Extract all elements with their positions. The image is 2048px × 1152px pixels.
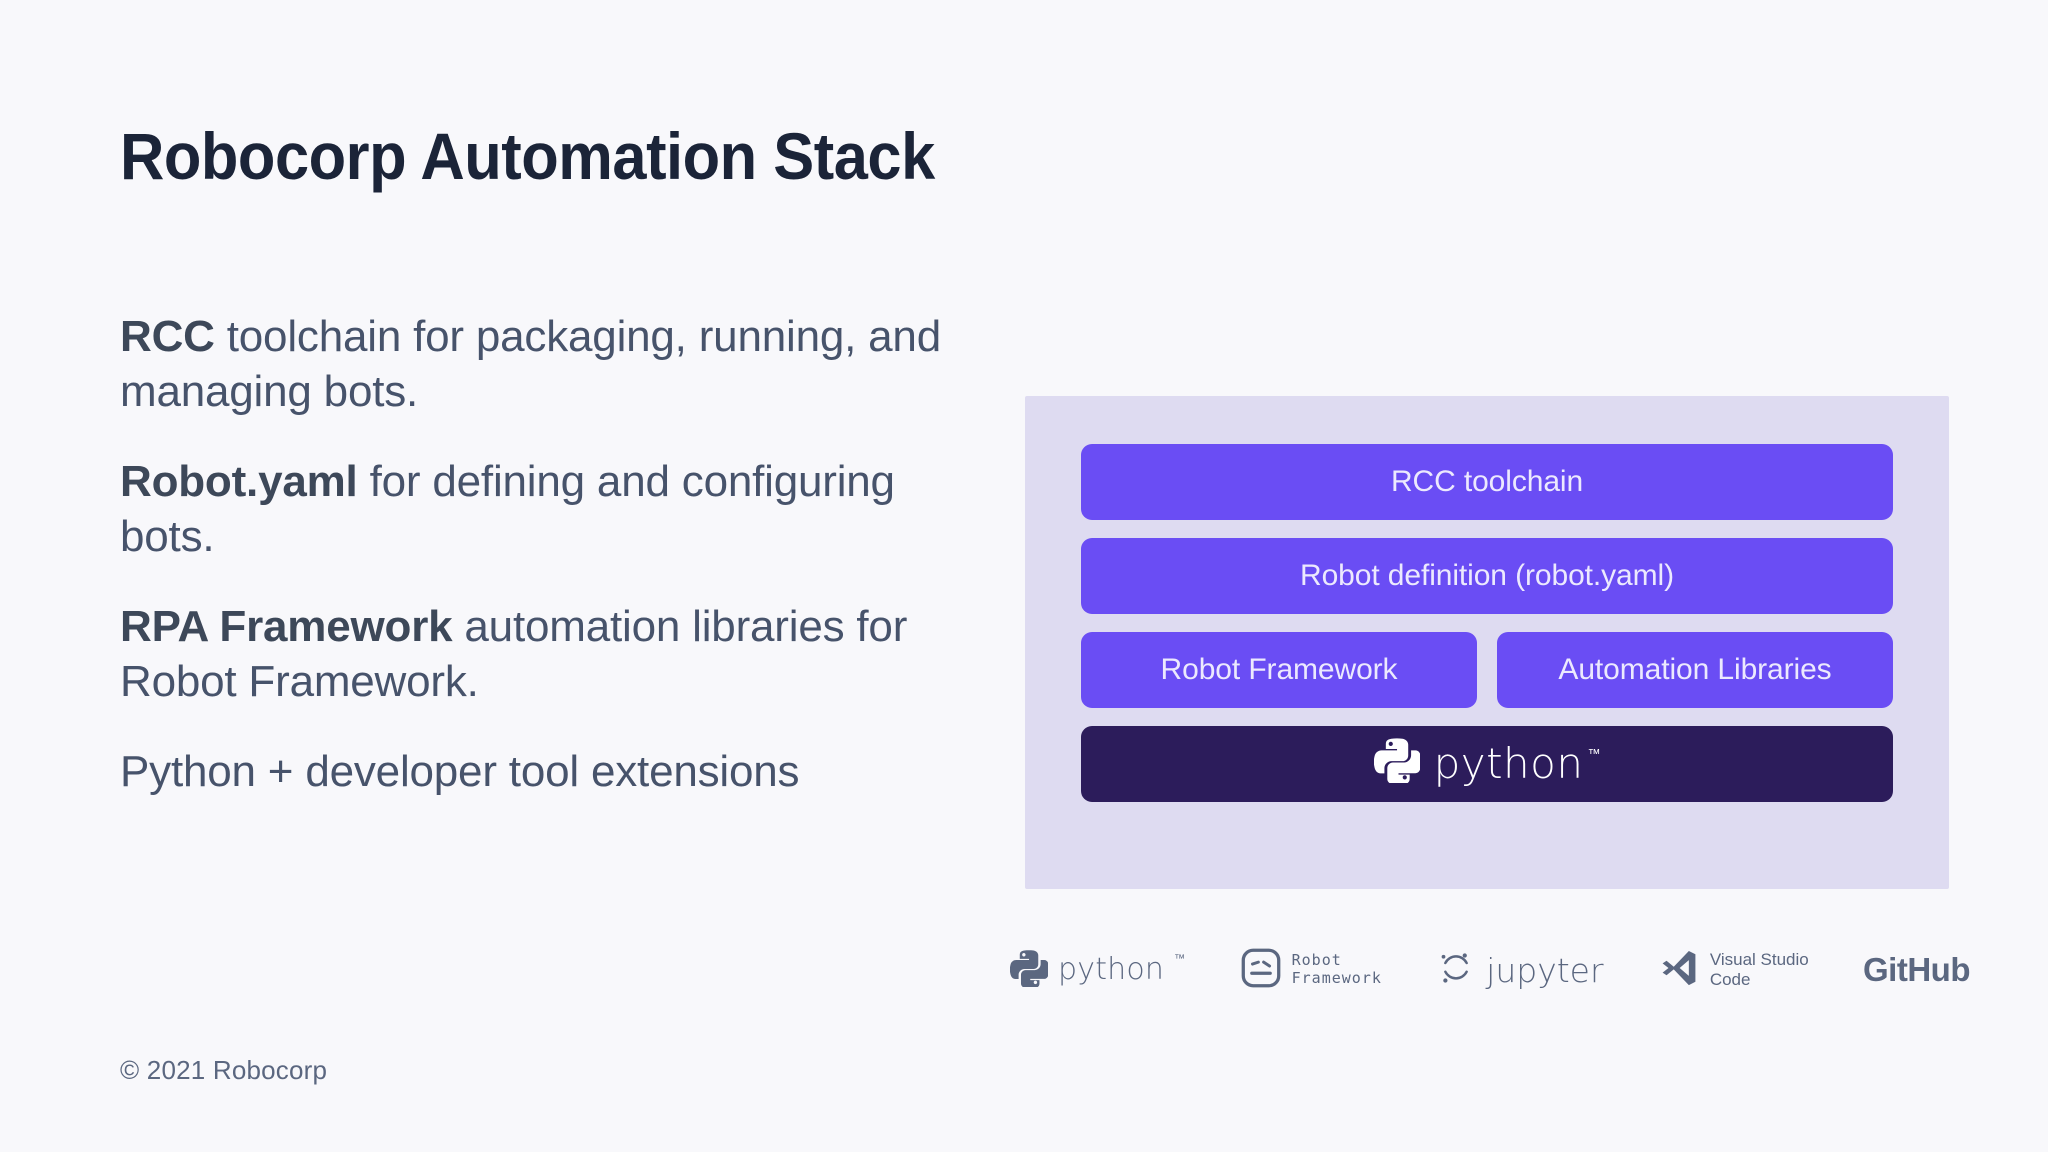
logo-visual-studio-code: Visual Studio Code (1658, 947, 1809, 994)
stack-layer-label: RCC toolchain (1390, 465, 1584, 498)
robot-framework-logo-text: Robot Framework (1291, 951, 1382, 987)
paragraph-lead-rcc: RCC (120, 312, 215, 361)
python-logo-icon (1373, 737, 1422, 791)
page-title: Robocorp Automation Stack (120, 119, 935, 193)
paragraph-rest-robot-yaml: for defining and configuring bots. (120, 457, 895, 561)
python-wordmark: python ™ (1434, 743, 1601, 785)
stack-layer-label: Robot Framework (1160, 653, 1398, 686)
paragraph-rest-python-extensions: Python + developer tool extensions (120, 747, 800, 797)
python-trademark: ™ (1587, 746, 1601, 761)
paragraph-rpa-framework: RPA Framework automation libraries for R… (120, 600, 1000, 709)
vscode-icon (1658, 947, 1700, 994)
partner-logo-strip: python ™ Robot Framework (1009, 935, 1970, 1005)
stack-layer-robot-definition: Robot definition (robot.yaml) (1081, 538, 1893, 614)
paragraph-rest-rcc: toolchain for packaging, running, and ma… (120, 312, 941, 416)
logo-jupyter: jupyter (1436, 948, 1604, 993)
stack-layer-robot-framework: Robot Framework (1081, 632, 1477, 708)
stack-layer-label: Robot definition (robot.yaml) (1300, 559, 1674, 592)
robot-framework-line2: Framework (1291, 969, 1382, 987)
stack-layer-label: Automation Libraries (1558, 653, 1832, 686)
vscode-line1: Visual Studio (1709, 949, 1809, 969)
stack-layers: RCC toolchain Robot definition (robot.ya… (1081, 444, 1893, 802)
logo-robot-framework: Robot Framework (1240, 947, 1382, 994)
paragraph-robot-yaml: Robot.yaml for defining and configuring … (120, 455, 1000, 564)
stack-diagram-panel: RCC toolchain Robot definition (robot.ya… (1025, 396, 1949, 889)
paragraph-lead-rpa-framework: RPA Framework (120, 602, 453, 652)
stack-layer-split-row: Robot Framework Automation Libraries (1081, 632, 1893, 708)
python-icon (1009, 949, 1050, 992)
python-wordmark-text: python (1433, 739, 1584, 788)
logo-github: GitHub (1863, 951, 1970, 988)
paragraph-rcc: RCC toolchain for packaging, running, an… (120, 310, 1000, 419)
stack-layer-python-foundation: python ™ (1081, 726, 1893, 802)
paragraph-lead-robot-yaml: Robot.yaml (120, 457, 358, 507)
python-logo-text: python (1058, 952, 1165, 987)
robot-face-icon (1240, 947, 1282, 994)
vscode-logo-text: Visual Studio Code (1710, 950, 1809, 990)
stack-layer-automation-libraries: Automation Libraries (1497, 632, 1893, 708)
jupyter-logo-text: jupyter (1486, 950, 1604, 990)
body-copy: RCC toolchain for packaging, running, an… (120, 310, 1000, 800)
vscode-line2: Code (1709, 970, 1751, 989)
paragraph-rest-rpa-framework: automation libraries for Robot Framework… (120, 602, 908, 706)
robot-framework-line1: Robot (1291, 951, 1342, 970)
paragraph-python-extensions: Python + developer tool extensions (120, 745, 1000, 800)
stack-layer-rcc-toolchain: RCC toolchain (1081, 444, 1893, 520)
logo-python: python ™ (1009, 949, 1186, 992)
python-logo-trademark: ™ (1174, 951, 1186, 965)
footer-copyright: © 2021 Robocorp (120, 1055, 328, 1085)
jupyter-icon (1436, 948, 1476, 993)
